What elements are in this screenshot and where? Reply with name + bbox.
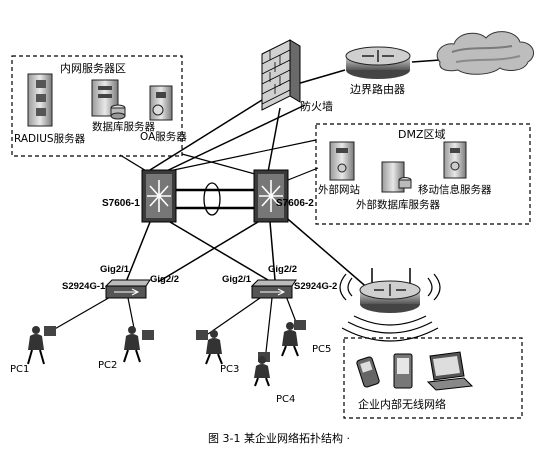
mobile-info-server-icon bbox=[443, 141, 467, 179]
access-switch-1-icon bbox=[104, 279, 151, 299]
wireless-router-icon bbox=[359, 268, 421, 313]
pc3-user-icon bbox=[196, 330, 223, 365]
access-switch-2-label: S2924G-2 bbox=[294, 281, 337, 292]
pda-icon bbox=[393, 353, 413, 389]
laptop-icon bbox=[426, 351, 474, 391]
firewall-label: 防火墙 bbox=[300, 99, 333, 113]
pc1-label: PC1 bbox=[10, 364, 29, 375]
link-aggregation-ring bbox=[203, 182, 221, 216]
oa-server-label: OA服务器 bbox=[140, 130, 187, 143]
border-router-label: 边界路由器 bbox=[350, 82, 405, 96]
pc4-user-icon bbox=[254, 352, 270, 387]
external-web-server-icon bbox=[329, 141, 355, 181]
database-server-label: 数据库服务器 bbox=[92, 120, 155, 133]
pc5-user-icon bbox=[281, 320, 306, 357]
database-server-icon bbox=[91, 79, 126, 120]
figure-caption: 图 3-1 某企业网络拓扑结构 · bbox=[208, 431, 350, 445]
internal-zone-title: 内网服务器区 bbox=[60, 61, 126, 75]
access-switch-1-label: S2924G-1 bbox=[62, 281, 106, 292]
access2-port-right: Gig2/2 bbox=[268, 264, 297, 275]
oa-server-icon bbox=[149, 85, 173, 121]
external-db-label: 外部数据库服务器 bbox=[356, 198, 440, 211]
access1-port-left: Gig2/1 bbox=[100, 264, 130, 275]
wireless-signal-icon bbox=[339, 273, 441, 342]
pc5-label: PC5 bbox=[312, 344, 331, 355]
pc1-user-icon bbox=[27, 326, 56, 365]
border-router-icon bbox=[345, 46, 411, 79]
access2-port-left: Gig2/1 bbox=[222, 274, 252, 285]
pc3-label: PC3 bbox=[220, 364, 239, 375]
wireless-zone bbox=[343, 337, 523, 419]
internet-cloud-icon bbox=[436, 31, 535, 75]
pc2-label: PC2 bbox=[98, 360, 117, 371]
mobile-info-label: 移动信息服务器 bbox=[418, 183, 492, 196]
pc2-user-icon bbox=[123, 326, 154, 363]
dmz-zone-title: DMZ区域 bbox=[398, 128, 446, 141]
core-switch-2-icon bbox=[253, 169, 289, 223]
internal-server-zone bbox=[11, 55, 183, 157]
connections bbox=[45, 59, 441, 353]
external-db-server-icon bbox=[381, 161, 412, 193]
core-switch-2-label: S7606-2 bbox=[276, 198, 314, 209]
firewall-icon bbox=[261, 39, 301, 111]
access-switch-2-icon bbox=[250, 279, 297, 299]
external-web-label: 外部网站 bbox=[318, 183, 360, 196]
mobile-phone-icon bbox=[356, 356, 380, 388]
radius-server-icon bbox=[27, 73, 53, 127]
core-switch-1-icon bbox=[141, 169, 177, 223]
dmz-zone bbox=[315, 123, 531, 225]
pc4-label: PC4 bbox=[276, 394, 295, 405]
wireless-zone-title: 企业内部无线网络 bbox=[358, 397, 446, 411]
radius-server-label: RADIUS服务器 bbox=[14, 132, 86, 145]
core-switch-1-label: S7606-1 bbox=[102, 198, 140, 209]
access1-port-right: Gig2/2 bbox=[150, 274, 179, 285]
